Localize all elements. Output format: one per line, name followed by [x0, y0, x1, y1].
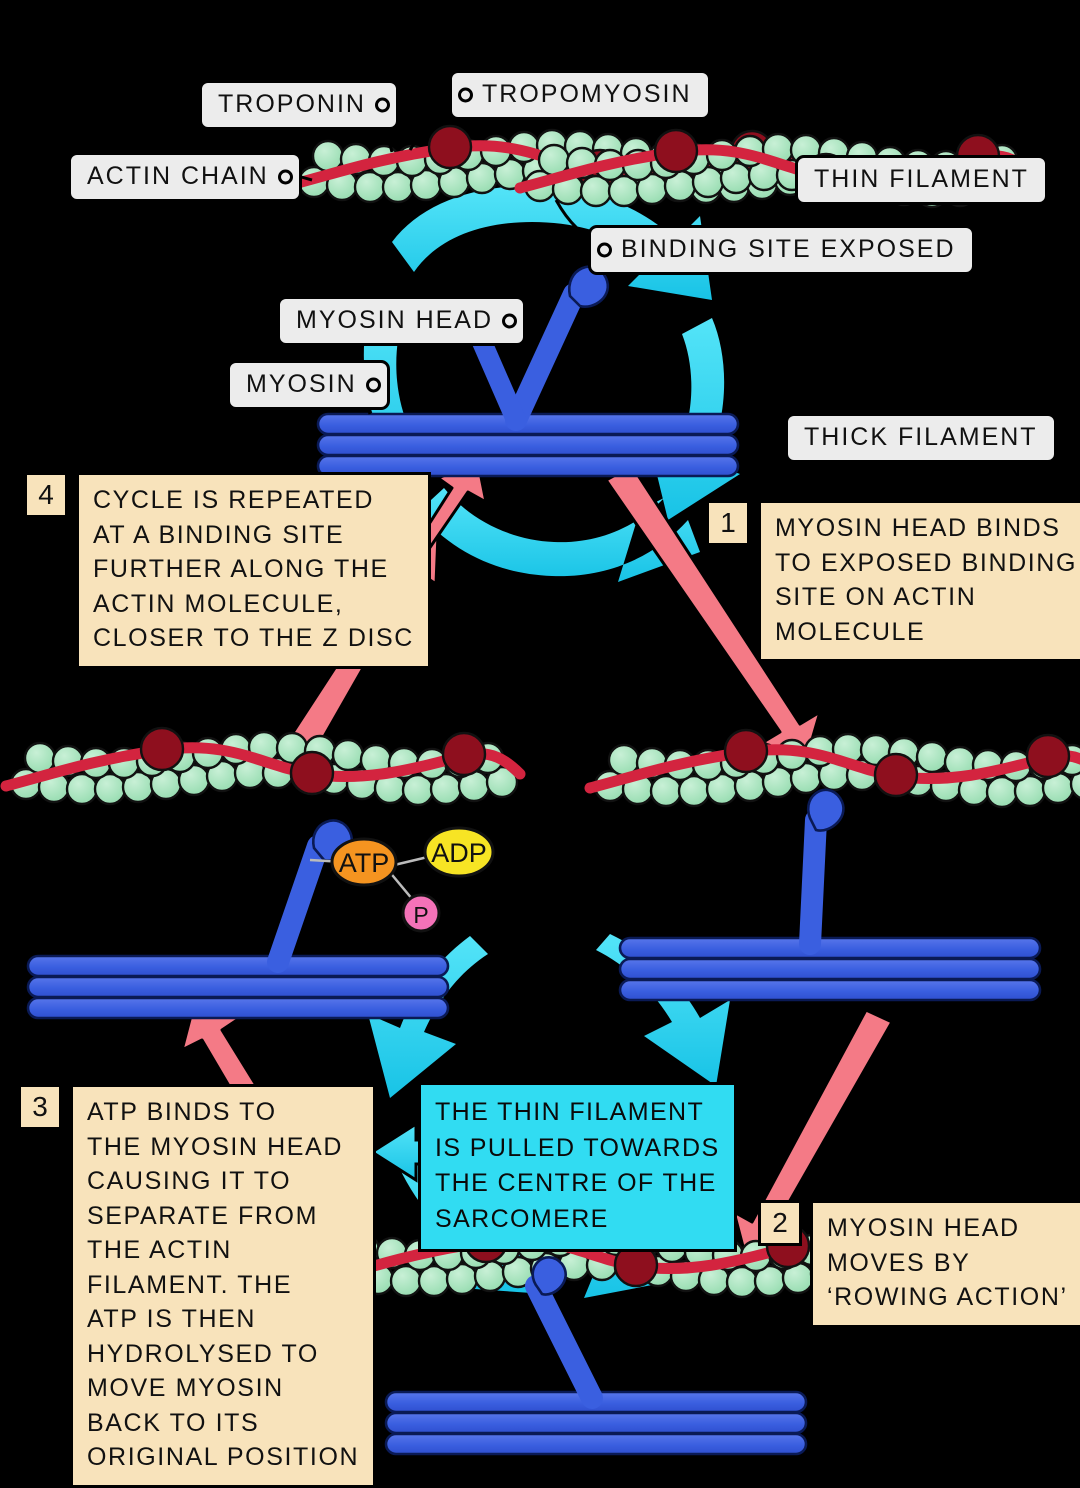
- adp-molecule: [423, 826, 495, 878]
- callout-thick-filament: THICK FILAMENT: [785, 413, 1057, 463]
- center-note-thin-filament-pulled: THE THIN FILAMENT IS PULLED TOWARDS THE …: [418, 1082, 737, 1252]
- step-box-4: 4 CYCLE IS REPEATED AT A BINDING SITE FU…: [24, 472, 431, 669]
- phosphate-molecule: [401, 893, 441, 933]
- step-box-3: 3 ATP BINDS TO THE MYOSIN HEAD CAUSING I…: [18, 1084, 377, 1488]
- step-number-4: 4: [24, 472, 68, 518]
- callout-actin-chain: ACTIN CHAIN: [68, 152, 302, 202]
- step-number-1: 1: [706, 500, 750, 546]
- step-box-1: 1 MYOSIN HEAD BINDS TO EXPOSED BINDING S…: [706, 500, 1080, 662]
- svg-text:ATP: ATP: [339, 848, 390, 878]
- atp-molecule: [330, 837, 398, 887]
- svg-text:ADP: ADP: [431, 838, 487, 868]
- panel-right: [590, 730, 1080, 1002]
- svg-text:P: P: [413, 902, 428, 928]
- step-number-3: 3: [18, 1084, 62, 1130]
- step-text-4: CYCLE IS REPEATED AT A BINDING SITE FURT…: [76, 472, 431, 669]
- molecules: ATP ADP P: [309, 826, 495, 933]
- callout-tropomyosin: TROPOMYOSIN: [449, 70, 711, 120]
- step-text-1: MYOSIN HEAD BINDS TO EXPOSED BINDING SIT…: [758, 500, 1080, 662]
- step-text-2: MYOSIN HEAD MOVES BY ‘ROWING ACTION’: [810, 1200, 1080, 1328]
- step-number-2: 2: [758, 1200, 802, 1246]
- step-text-3: ATP BINDS TO THE MYOSIN HEAD CAUSING IT …: [70, 1084, 377, 1488]
- step-box-2: 2 MYOSIN HEAD MOVES BY ‘ROWING ACTION’: [758, 1200, 1080, 1328]
- callout-thin-filament: THIN FILAMENT: [795, 155, 1048, 205]
- callout-myosin-head: MYOSIN HEAD: [277, 296, 527, 346]
- callout-troponin: TROPONIN: [199, 80, 399, 130]
- panel-bottom: [330, 1220, 844, 1456]
- callout-binding-site-exposed: BINDING SITE EXPOSED: [588, 225, 975, 275]
- callout-myosin: MYOSIN: [227, 360, 390, 410]
